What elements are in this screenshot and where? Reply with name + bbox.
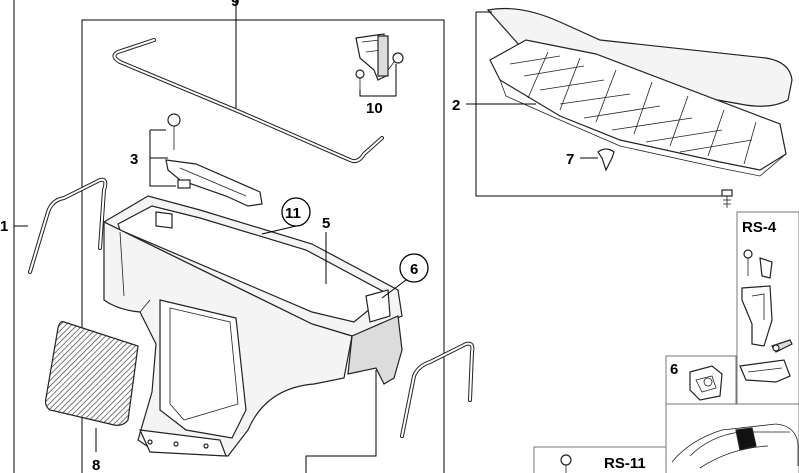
group-frame-center	[81, 0, 445, 473]
mat-part-8	[44, 321, 139, 452]
assembly-bracket-1	[13, 0, 28, 473]
left-trim-strip	[28, 177, 108, 274]
inset-car	[665, 403, 799, 473]
label-8: 8	[92, 457, 100, 473]
shelf-panel-part-2	[486, 7, 793, 177]
label-2: 2	[452, 97, 460, 114]
inset-rs-4-title: RS-4	[742, 219, 777, 236]
push-clip-part-7	[580, 148, 615, 172]
shelf-bracket-2	[466, 11, 722, 197]
right-trim-strip	[400, 341, 475, 438]
callout-6	[381, 253, 429, 299]
wire-rod-part-9	[112, 20, 384, 164]
label-11: 11	[285, 205, 301, 222]
plate-part-3	[149, 113, 263, 207]
inset-rs-11-title: RS-11	[604, 455, 646, 472]
inset-6	[665, 355, 737, 405]
inset-6-title: 6	[670, 361, 678, 378]
label-3: 3	[130, 151, 138, 168]
label-7: 7	[566, 151, 574, 168]
label-9: 9	[231, 0, 239, 10]
inset-rs-11	[533, 446, 667, 473]
console-tray-part-5	[102, 195, 403, 457]
callout-11	[261, 197, 311, 235]
bottom-leader-center	[305, 370, 377, 473]
label-5: 5	[322, 215, 330, 232]
bracket-part-10	[355, 33, 404, 97]
label-10: 10	[366, 100, 383, 117]
label-1: 1	[0, 218, 8, 235]
label-6: 6	[410, 261, 418, 278]
bolt-part-2-end	[721, 189, 733, 208]
